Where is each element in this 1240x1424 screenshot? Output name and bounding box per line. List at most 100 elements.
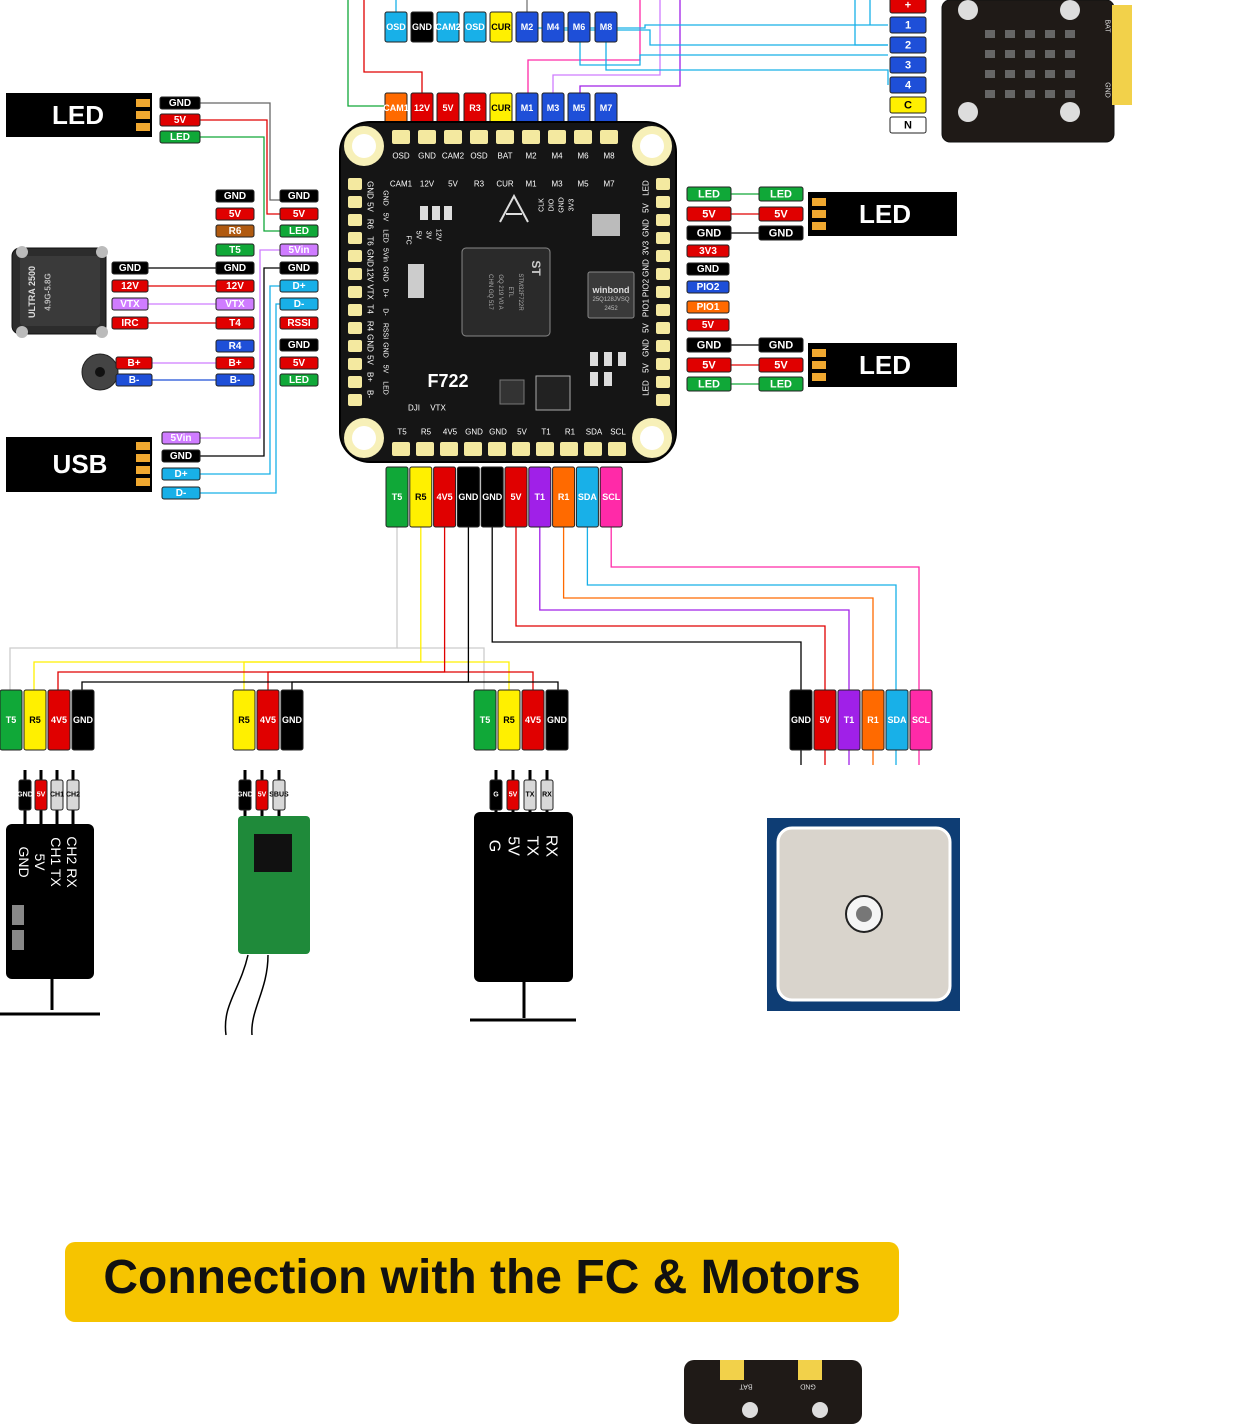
- esc-component: [1005, 30, 1015, 38]
- fc-silk-left: GND: [366, 334, 375, 352]
- bottom-esc-board: [684, 1360, 862, 1424]
- fc-left-pin-b-label: RSSI: [287, 318, 311, 329]
- fc-top-pad-label: 12V: [414, 103, 430, 113]
- fc-left-pin-a: [215, 373, 255, 387]
- led-strip-left: [6, 93, 152, 137]
- gps-header-pin: [861, 689, 885, 751]
- rx2-wire-tag-label: GND: [237, 792, 253, 799]
- fc-silk-left: 5V: [366, 202, 375, 212]
- fc-smd: [444, 206, 452, 220]
- fc-left-pin-a: [215, 224, 255, 238]
- esc-component: [1025, 70, 1035, 78]
- gps-header-pin-label: 5V: [819, 715, 830, 725]
- rx2-header-pin-label: R5: [238, 715, 250, 725]
- fc-left-pin-a-label: T4: [229, 318, 241, 329]
- vtx-pin: [111, 316, 149, 330]
- esc-component: [985, 50, 995, 58]
- buzzer-pin: [115, 356, 153, 370]
- fc-left-pin-b-label: 5V: [293, 209, 306, 220]
- fc-silk-top2: 12V: [420, 180, 435, 189]
- section-banner: Connection with the FC & Motors: [65, 1242, 899, 1322]
- fc-right-extra-pin: [686, 262, 730, 276]
- fc-pad: [656, 358, 670, 370]
- fc-silk-top: OSD: [392, 152, 410, 161]
- fc-right-extra-pin-label: PIO1: [697, 302, 720, 313]
- fc-pad: [348, 358, 362, 370]
- rx1-wire-tag: [18, 779, 32, 811]
- esc-component: [1065, 70, 1075, 78]
- fc-right-pin: [686, 206, 732, 222]
- fc-pad: [440, 442, 458, 456]
- rx2-wire-tag-label: SBUS: [269, 792, 289, 799]
- rx1-body-text: CH2 RX: [64, 836, 80, 888]
- rx1-header-pin: [0, 689, 23, 751]
- fc-silk-top2: M7: [603, 180, 615, 189]
- wire-top-purple: [579, 0, 681, 93]
- fc-top-pad-label: CUR: [491, 103, 511, 113]
- fc-mcu-brand: ST: [529, 260, 543, 276]
- led-right-pin-label: LED: [770, 379, 792, 391]
- fc-silk-top2: M3: [551, 180, 563, 189]
- fc-bottom-pin: [552, 466, 576, 528]
- fc-crystal: [408, 264, 424, 298]
- fc-silk-top2: CUR: [496, 180, 514, 189]
- esc-component: [1005, 90, 1015, 98]
- fc-pad: [536, 442, 554, 456]
- esc-component: [985, 30, 995, 38]
- fc-silk-bottom: SCL: [610, 428, 626, 437]
- rx2-wire-tag-label: 5V: [258, 792, 267, 799]
- fc-pad: [656, 322, 670, 334]
- fc-flash-brand: winbond: [592, 285, 630, 295]
- fc-silk-left2: GND: [382, 190, 389, 206]
- esc-connector-pin: [594, 11, 618, 43]
- rx1-body: [6, 824, 94, 979]
- esc-component: [1045, 50, 1055, 58]
- fc-silk-left: R6: [366, 219, 375, 230]
- fc-top-pad-label: R3: [469, 103, 481, 113]
- fc-pad: [392, 442, 410, 456]
- fc-silk-left: GND: [366, 249, 375, 267]
- rx2-header-pin: [280, 689, 304, 751]
- gps-header-pin: [885, 689, 909, 751]
- rx3-header-pin-label: R5: [503, 715, 515, 725]
- esc-pad: [1112, 5, 1132, 105]
- fc-smd: [590, 352, 598, 366]
- fc-left-pin-b: [279, 338, 319, 352]
- wire-gps-r1: [562, 527, 874, 765]
- vtx-pin: [111, 279, 149, 293]
- fc-logo: [499, 193, 529, 223]
- fc-silk-left2: 5V: [382, 365, 389, 374]
- esc-connector-pin-label: OSD: [386, 22, 406, 32]
- fc-silk-right: PIO2: [642, 278, 651, 297]
- fc-top-pad-label: M3: [547, 103, 560, 113]
- usb-pin: [161, 449, 201, 463]
- wire-4v5: [57, 527, 446, 690]
- rx1-body-text: CH1 TX: [48, 837, 64, 887]
- fc-mount-hole: [640, 426, 664, 450]
- fc-left-pin-b: [279, 356, 319, 370]
- led-contact: [812, 198, 826, 206]
- fc-silk-bottom: 4V5: [443, 428, 458, 437]
- esc-connector-pin: [567, 11, 591, 43]
- esc-pin-label: +: [905, 0, 911, 12]
- fc-pad: [656, 178, 670, 190]
- fc-pad: [574, 130, 592, 144]
- fc-pad: [348, 340, 362, 352]
- rx2-header-pin-label: 4V5: [260, 715, 276, 725]
- esc-connector-pin: [515, 11, 539, 43]
- fc-silk-top: BAT: [498, 152, 513, 161]
- fc-bottom-pin: [456, 466, 480, 528]
- fc-gyro: [499, 379, 525, 405]
- fc-bottom-pin: [504, 466, 528, 528]
- fc-pad: [656, 376, 670, 388]
- vtx-pin: [111, 297, 149, 311]
- rx3-header-pin-label: GND: [547, 715, 568, 725]
- usb-connector: [6, 437, 152, 492]
- rx3-wire-tag: [489, 779, 503, 811]
- fc-inner: GND: [559, 197, 566, 213]
- fc-pad: [470, 130, 488, 144]
- gps-feed-pin: [856, 906, 872, 922]
- wire-r5-c: [420, 661, 510, 690]
- esc-connector-pin-label: CAM2: [435, 22, 461, 32]
- esc-component: [1045, 90, 1055, 98]
